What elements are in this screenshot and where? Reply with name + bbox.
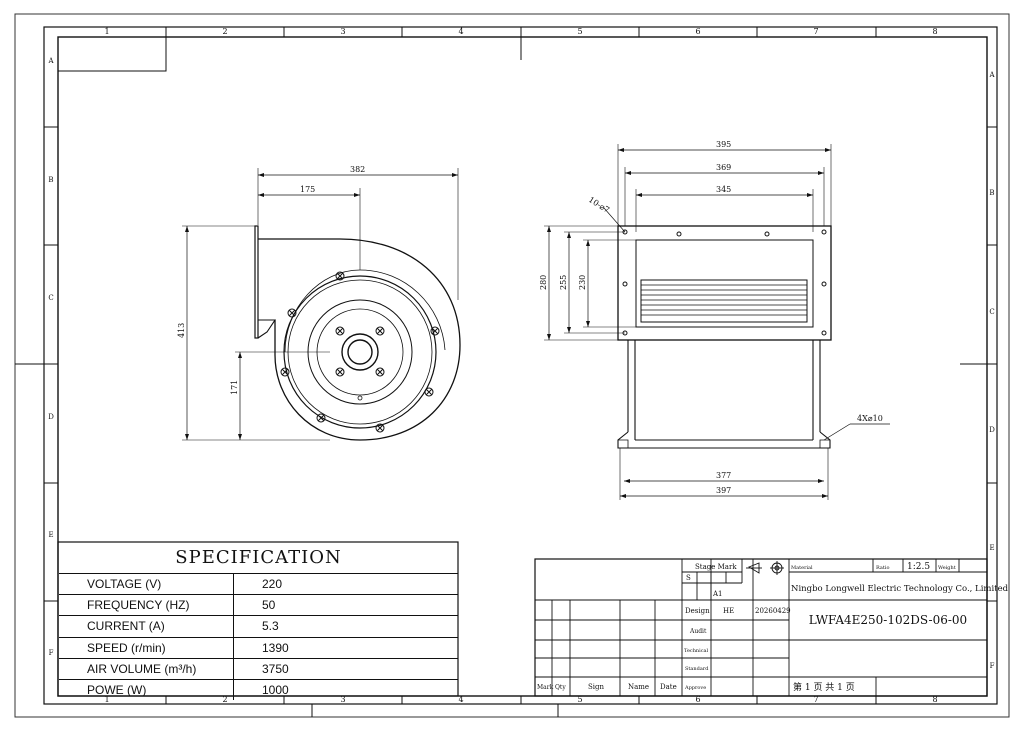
audit-label: Audit (689, 628, 707, 635)
approve-label: Approve (684, 685, 706, 691)
spec-value: 1000 (262, 683, 289, 698)
row-label-left: B (48, 176, 53, 184)
col-label-bottom: 6 (695, 695, 700, 704)
spec-value: 1390 (262, 640, 289, 655)
spec-label: POWE (W) (59, 679, 234, 701)
page-indicator: 第 1 页 共 1 页 (793, 681, 855, 693)
row-label-right: C (989, 308, 994, 316)
date-label: Date (660, 683, 677, 691)
designer-name: HE (723, 607, 734, 615)
col-label-top: 5 (577, 27, 582, 36)
spec-row-voltage: VOLTAGE (V) 220 (59, 574, 458, 596)
stage-s: S (686, 574, 691, 582)
company-name: Ningbo Longwell Electric Technology Co.,… (791, 584, 1009, 594)
dim-397: 397 (716, 486, 731, 495)
drawing-number: LWFA4E250-102DS-06-00 (809, 613, 967, 627)
col-label-bottom: 5 (577, 695, 582, 704)
spec-value: 50 (262, 598, 276, 613)
col-label-bottom: 7 (813, 695, 818, 704)
row-label-right: A (988, 71, 995, 79)
ratio-label: Ratio (876, 565, 889, 571)
spec-row-current: CURRENT (A) 5.3 (59, 616, 458, 638)
spec-label: SPEED (r/min) (59, 637, 234, 658)
row-label-left: E (48, 531, 53, 539)
design-label: Design (685, 607, 710, 615)
name-label: Name (628, 683, 649, 691)
spec-label: VOLTAGE (V) (59, 574, 234, 595)
row-label-left: D (48, 413, 54, 421)
qty-label: Qty (555, 684, 566, 691)
spec-row-air-volume: AIR VOLUME (m³/h) 3750 (59, 658, 458, 680)
corner-box (57, 36, 167, 72)
stage-a1: A1 (712, 590, 723, 598)
column-ticks (15, 27, 997, 717)
row-label-right: F (990, 662, 995, 670)
spec-row-speed: SPEED (r/min) 1390 (59, 637, 458, 659)
spec-label: FREQUENCY (HZ) (59, 595, 234, 616)
col-label-top: 4 (458, 27, 463, 36)
spec-row-power: POWE (W) 1000 (59, 679, 458, 701)
row-label-left: F (49, 649, 54, 657)
design-date: 20260429 (755, 607, 791, 615)
dim-175: 175 (300, 185, 315, 194)
weight-label: Weight (938, 565, 956, 571)
specification-table: SPECIFICATION VOLTAGE (V) 220 FREQUENCY … (59, 543, 458, 701)
dim-280: 280 (539, 275, 548, 290)
row-label-right: E (989, 544, 994, 552)
dim-413: 413 (177, 323, 186, 338)
foot-hole-callout: 4X⌀10 (857, 414, 883, 423)
material-label: Material (791, 565, 813, 571)
mark-label: Mark (537, 684, 554, 691)
dim-171: 171 (230, 380, 239, 395)
ratio-value: 1:2.5 (907, 562, 930, 572)
dim-369: 369 (716, 163, 731, 172)
front-view (182, 168, 461, 441)
spec-value: 5.3 (262, 619, 279, 634)
spec-table-frame (57, 541, 459, 697)
row-label-right: D (989, 426, 995, 434)
specification-title: SPECIFICATION (59, 543, 458, 574)
projection-symbol-icon (746, 561, 784, 575)
col-label-bottom: 3 (340, 695, 345, 704)
dim-230: 230 (578, 275, 587, 290)
row-label-left: C (48, 294, 53, 302)
dim-345: 345 (716, 185, 731, 194)
standard-label: Standard (685, 666, 709, 672)
sign-label: Sign (588, 683, 605, 691)
col-label-top: 2 (222, 27, 227, 36)
col-label-bottom: 2 (222, 695, 227, 704)
dim-395: 395 (716, 140, 731, 149)
spec-label: AIR VOLUME (m³/h) (59, 658, 234, 679)
col-label-top: 6 (695, 27, 700, 36)
spec-value: 220 (262, 577, 283, 592)
spec-row-frequency: FREQUENCY (HZ) 50 (59, 595, 458, 617)
col-label-bottom: 4 (458, 695, 463, 704)
col-label-top: 1 (104, 27, 109, 36)
side-view (544, 144, 890, 500)
hole-callout: 10-⌀7 (587, 195, 611, 215)
title-block (534, 558, 988, 697)
inner-frame (57, 36, 988, 697)
spec-value: 3750 (262, 661, 289, 676)
col-label-top: 7 (813, 27, 818, 36)
col-label-top: 3 (340, 27, 345, 36)
col-label-top: 8 (932, 27, 937, 36)
row-label-right: B (989, 189, 994, 197)
dim-382: 382 (350, 165, 365, 174)
dim-377: 377 (716, 471, 731, 480)
technical-label: Technical (684, 648, 709, 654)
outer-frame (14, 13, 1010, 718)
dim-255: 255 (559, 275, 568, 290)
row-label-left: A (47, 57, 54, 65)
spec-label: CURRENT (A) (59, 616, 234, 637)
col-label-bottom: 8 (932, 695, 937, 704)
col-label-bottom: 1 (104, 695, 109, 704)
stage-mark-label: Stage Mark (695, 563, 737, 571)
